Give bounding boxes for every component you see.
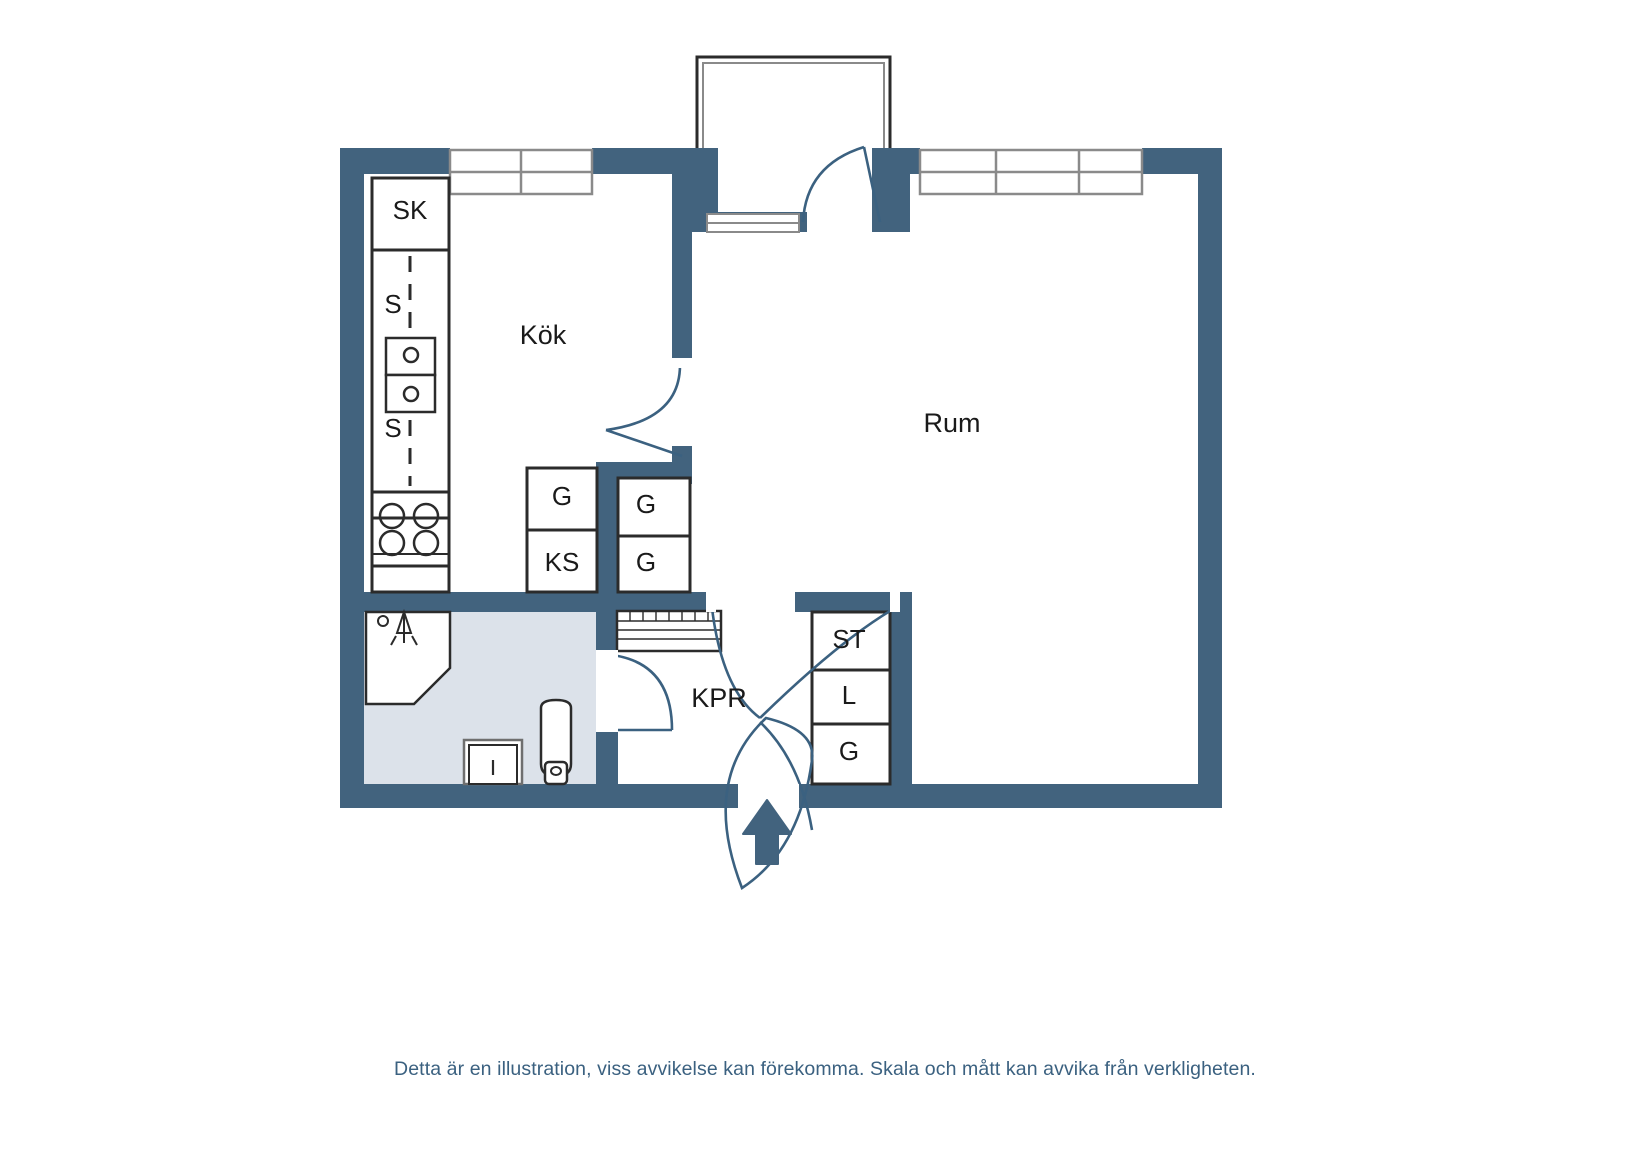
- washbasin: [462, 738, 524, 786]
- room-label-kpr: KPR: [691, 683, 747, 713]
- door-living: [706, 592, 900, 831]
- shower-head-icon: [390, 608, 418, 646]
- cabinet-g2: [616, 476, 692, 538]
- stove-four-burner: [371, 502, 450, 568]
- kitchen-counter-run: [370, 176, 451, 594]
- entrance-direction-arrow: [742, 799, 792, 865]
- room-label-kok: Kök: [520, 320, 567, 350]
- walls: [340, 148, 1222, 808]
- radiator-hall: [615, 609, 723, 653]
- cabinet-group-hall: [616, 476, 692, 594]
- balcony-top: [695, 55, 892, 162]
- fixture-label-g2: G: [636, 489, 656, 519]
- fixture-label-l: L: [842, 680, 856, 710]
- fixture-label-ks: KS: [545, 547, 580, 577]
- fixture-label-g3: G: [636, 547, 656, 577]
- window-kitchen: [448, 148, 594, 196]
- fixture-label-g4: G: [839, 736, 859, 766]
- sink-basin-upper: [384, 336, 437, 377]
- door-kitchen: [605, 358, 692, 458]
- cabinet-group-kitchen: [525, 466, 599, 594]
- window-living: [918, 148, 1144, 196]
- door-balcony: [801, 145, 882, 223]
- door-bathroom: [596, 650, 674, 732]
- fixture-label-s-upper: S: [384, 289, 401, 319]
- cabinet-g4: [810, 722, 892, 786]
- shower-corner: [364, 608, 452, 706]
- fixture-label-st: ST: [832, 624, 865, 654]
- cabinet-group-entry: [810, 610, 892, 786]
- illustration-disclaimer: Detta är en illustration, viss avvikelse…: [394, 1058, 1256, 1080]
- fixture-label-g1: G: [552, 481, 572, 511]
- cabinet-g3: [616, 534, 692, 594]
- fixture-label-s-lower: S: [384, 413, 401, 443]
- room-label-rum: Rum: [923, 408, 980, 438]
- toilet-wc: [539, 698, 573, 786]
- door-balcony-threshold: [706, 213, 800, 233]
- sink-basin-lower: [384, 373, 437, 414]
- fixture-label-sk: SK: [393, 195, 428, 225]
- cabinet-g1: [525, 466, 599, 532]
- cabinet-ks: [525, 528, 599, 594]
